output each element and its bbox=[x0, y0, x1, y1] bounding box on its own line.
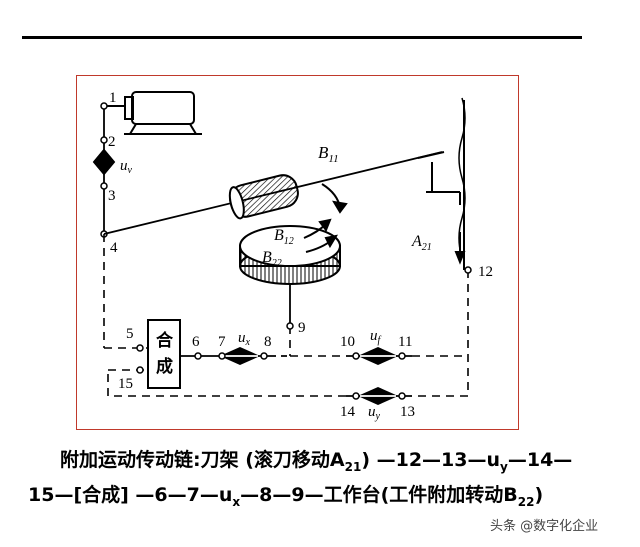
tool-holder bbox=[417, 97, 466, 270]
node-label-7: 7 bbox=[218, 334, 226, 350]
rotation-arrows bbox=[303, 183, 466, 265]
diagram-frame bbox=[76, 75, 519, 430]
dashed-chain bbox=[103, 234, 469, 397]
b11-label: B11 bbox=[318, 143, 339, 165]
b22-label: B22 bbox=[262, 249, 282, 269]
caption-line-1: 附加运动传动链:刀架 (滚刀移动A21) —12—13—uy—14— bbox=[60, 449, 573, 474]
uv-label: uv bbox=[120, 158, 133, 176]
node-label-13: 13 bbox=[400, 404, 415, 420]
node-label-10: 10 bbox=[340, 334, 355, 350]
node-label-9: 9 bbox=[298, 320, 306, 336]
node-label-8: 8 bbox=[264, 334, 272, 350]
node-label-4: 4 bbox=[110, 240, 118, 256]
a21-label: A21 bbox=[411, 233, 432, 253]
node-label-14: 14 bbox=[340, 404, 356, 420]
node-label-3: 3 bbox=[108, 188, 116, 204]
hecheng-box bbox=[147, 319, 181, 389]
node-circles bbox=[136, 266, 472, 400]
uf-label: uf bbox=[370, 328, 382, 346]
b12-label: B12 bbox=[274, 227, 294, 247]
workpiece-gear bbox=[239, 225, 341, 285]
node-label-12: 12 bbox=[478, 264, 493, 280]
watermark-text: 头条 @数字化企业 bbox=[490, 519, 599, 534]
ux-label: ux bbox=[238, 330, 251, 348]
uy-label: uy bbox=[368, 404, 381, 422]
left-chain bbox=[92, 106, 116, 234]
hecheng-char-1: 合 bbox=[156, 330, 174, 351]
node-label-5: 5 bbox=[126, 326, 134, 342]
top-divider-line bbox=[22, 36, 582, 39]
node-label-6: 6 bbox=[192, 334, 200, 350]
caption-line-2: 15—[合成] —6—7—ux—8—9—工作台(工件附加转动B22) bbox=[28, 484, 544, 509]
hecheng-char-2: 成 bbox=[156, 356, 173, 377]
motor bbox=[104, 91, 202, 135]
node-label-1: 1 bbox=[109, 90, 117, 106]
node-label-2: 2 bbox=[108, 134, 116, 150]
node-label-11: 11 bbox=[398, 334, 412, 350]
hob-cutter bbox=[228, 174, 299, 220]
node-label-15: 15 bbox=[118, 376, 133, 392]
